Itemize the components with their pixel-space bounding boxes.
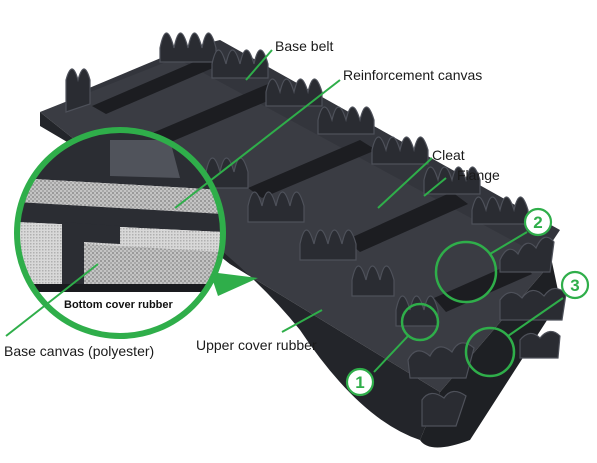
marker-3: 3 xyxy=(560,270,590,300)
marker-2-label: 2 xyxy=(533,213,542,232)
detail-ring-2 xyxy=(434,240,498,304)
leader-1 xyxy=(373,335,409,373)
marker-2: 2 xyxy=(523,207,553,237)
marker-3-label: 3 xyxy=(570,276,579,295)
label-upper-cover-rubber: Upper cover rubber xyxy=(196,337,317,353)
flange-far xyxy=(159,32,529,225)
leader-3 xyxy=(507,297,564,337)
leader-base-canvas xyxy=(5,263,99,337)
detail-ring-1 xyxy=(400,302,440,342)
leader-base-belt xyxy=(245,49,273,81)
leader-2 xyxy=(489,231,528,255)
leader-reinforcement xyxy=(174,79,341,209)
detail-ring-3 xyxy=(464,326,516,378)
magnifier-pointer xyxy=(210,272,258,296)
leader-upper-cover xyxy=(281,309,323,333)
label-base-belt: Base belt xyxy=(275,38,333,54)
label-cleat: Cleat xyxy=(432,147,465,163)
label-reinforcement-canvas: Reinforcement canvas xyxy=(343,67,482,83)
label-flange: Flange xyxy=(457,167,500,183)
marker-1-label: 1 xyxy=(355,373,364,392)
label-bottom-cover-rubber: Bottom cover rubber xyxy=(64,299,174,311)
marker-1: 1 xyxy=(345,367,375,397)
label-base-canvas: Base canvas (polyester) xyxy=(4,343,154,359)
leader-flange xyxy=(423,177,447,197)
leader-cleat xyxy=(377,157,433,209)
magnifier xyxy=(14,127,226,339)
flange-near xyxy=(65,68,567,427)
